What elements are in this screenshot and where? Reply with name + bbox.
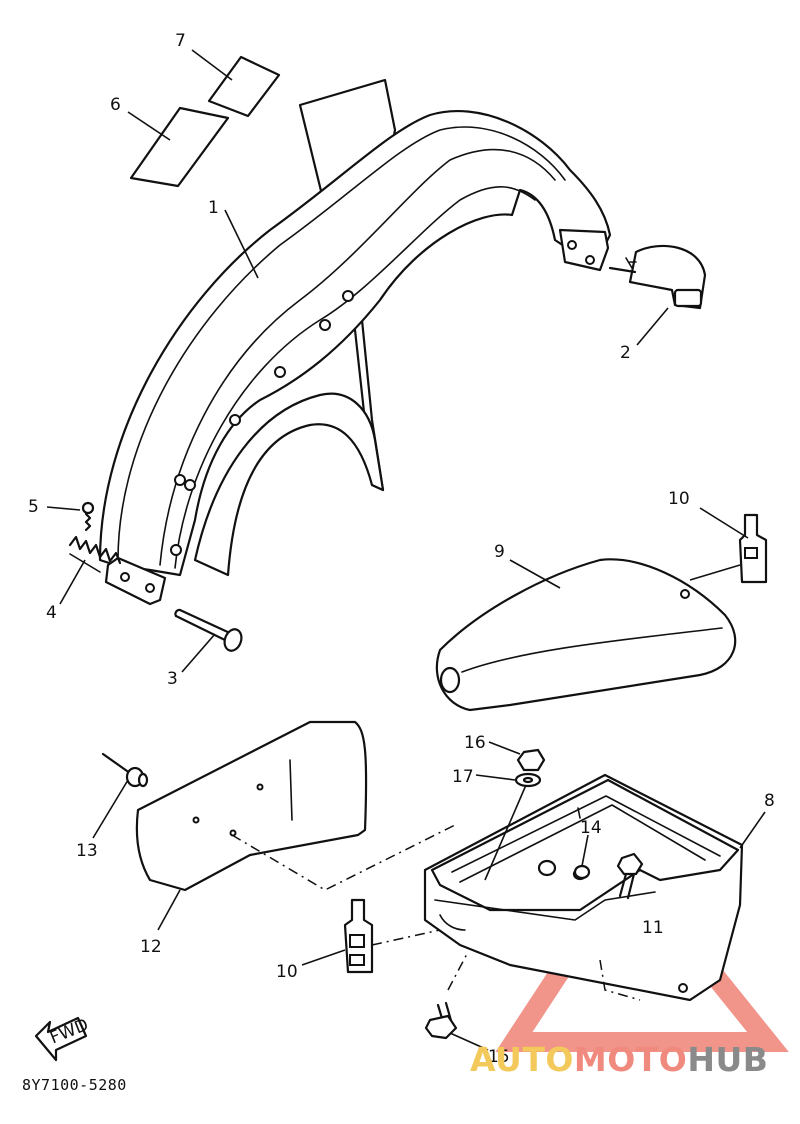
callout-7: 7 [175,31,186,51]
callout-9: 9 [494,542,505,562]
washer-17 [514,772,542,788]
bolt-15 [424,1001,458,1040]
callout-10-upper: 10 [668,489,690,509]
bolt-11 [616,852,644,900]
forward-arrow-icon: FWD [34,1015,91,1062]
callout-5: 5 [28,497,39,517]
tray-8 [423,773,744,1002]
pin-3 [174,608,243,652]
callout-8: 8 [764,791,775,811]
clip-10-lower [343,898,374,974]
screw-13 [101,752,149,788]
callout-11: 11 [642,918,664,938]
watermark-part-auto: AUTO [470,1040,574,1079]
callout-15: 15 [488,1047,510,1067]
cover-plate-12 [135,720,368,892]
spring-4 [68,535,122,573]
callout-14: 14 [580,818,602,838]
callout-13: 13 [76,841,98,861]
callout-10-lower: 10 [276,962,298,982]
callout-3: 3 [167,669,178,689]
grommet-14 [573,864,591,880]
callout-2: 2 [620,343,631,363]
leader-lines [46,49,766,1051]
watermark-part-moto: MOTO [573,1040,688,1079]
decal-7 [207,55,281,118]
watermark-text: AUTOMOTOHUB [470,1040,768,1079]
callout-6: 6 [110,95,121,115]
side-cover-9 [435,558,737,712]
nut-16 [516,748,546,772]
callout-4: 4 [46,603,57,623]
callout-12: 12 [140,937,162,957]
callout-17: 17 [452,767,474,787]
clip-10-upper [738,513,768,584]
callout-1: 1 [208,198,219,218]
latch-2 [608,244,707,310]
rear-fender-1 [98,78,612,606]
callout-16: 16 [464,733,486,753]
bolt-5 [81,501,95,532]
diagram-code: 8Y7100-5280 [22,1076,127,1094]
watermark-part-hub: HUB [687,1040,769,1079]
decal-6 [129,106,230,188]
